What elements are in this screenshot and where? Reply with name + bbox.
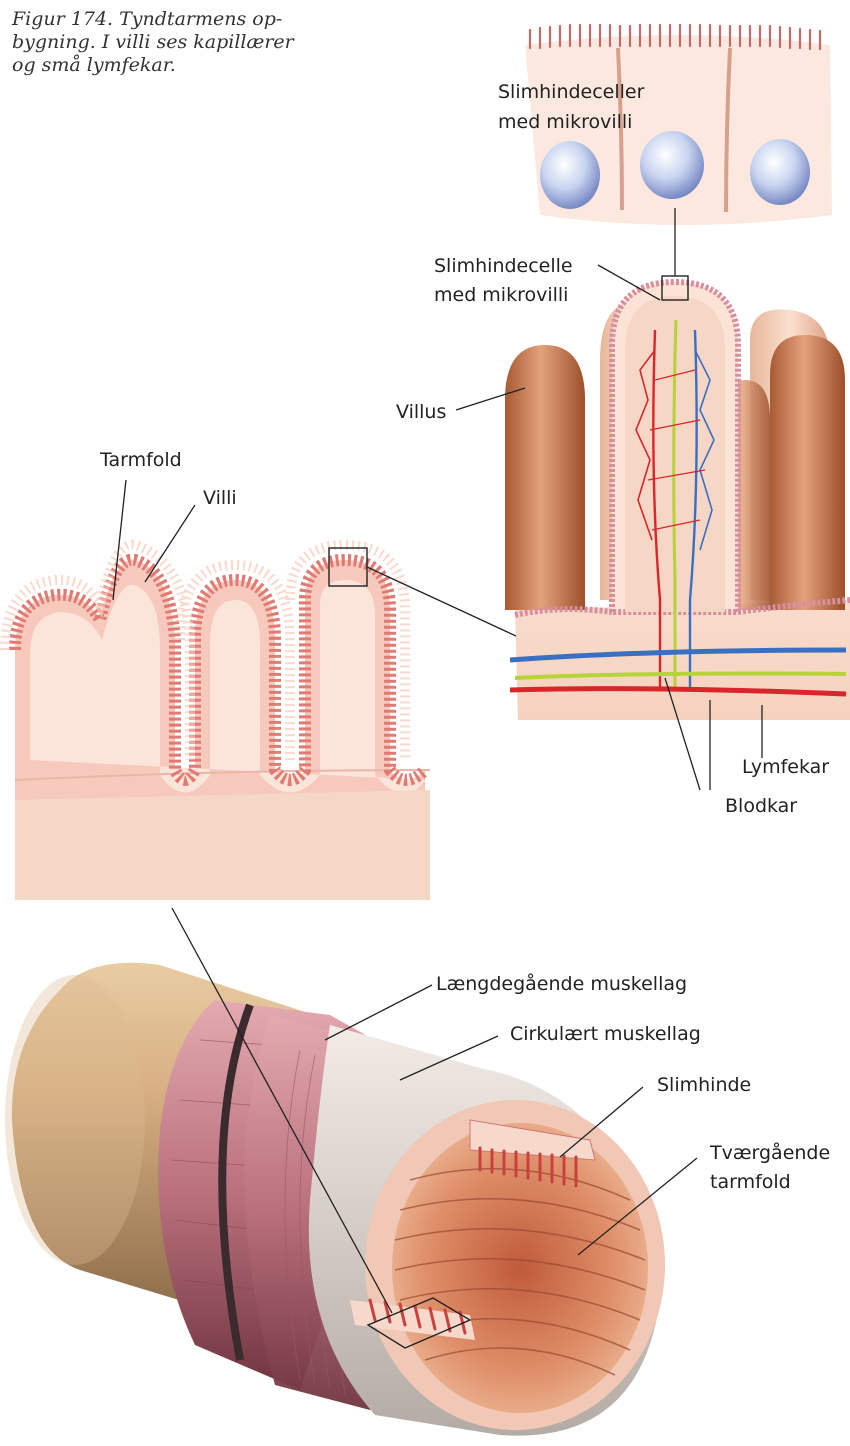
label-slimhindecelle-line2: med mikrovilli (434, 284, 568, 306)
label-villus: Villus (396, 401, 446, 423)
label-slimhindeceller-line1: Slimhindeceller (498, 81, 645, 103)
label-slimhindeceller-line2: med mikrovilli (498, 111, 632, 133)
label-tvaergaaende-line2: tarmfold (710, 1171, 791, 1193)
label-lymfekar: Lymfekar (742, 756, 829, 778)
label-blodkar: Blodkar (725, 795, 797, 817)
label-laengdegaaende-muskellag: Længdegående muskellag (436, 972, 687, 995)
label-tarmfold: Tarmfold (99, 449, 182, 471)
label-tvaergaaende-line1: Tværgående (709, 1141, 830, 1164)
label-cirkulaert-muskellag: Cirkulært muskellag (510, 1023, 701, 1045)
intestinal-fold-illustration (5, 545, 516, 900)
label-slimhindecelle-line1: Slimhindecelle (434, 255, 573, 277)
label-villi: Villi (203, 487, 237, 509)
label-slimhinde: Slimhinde (657, 1074, 751, 1096)
